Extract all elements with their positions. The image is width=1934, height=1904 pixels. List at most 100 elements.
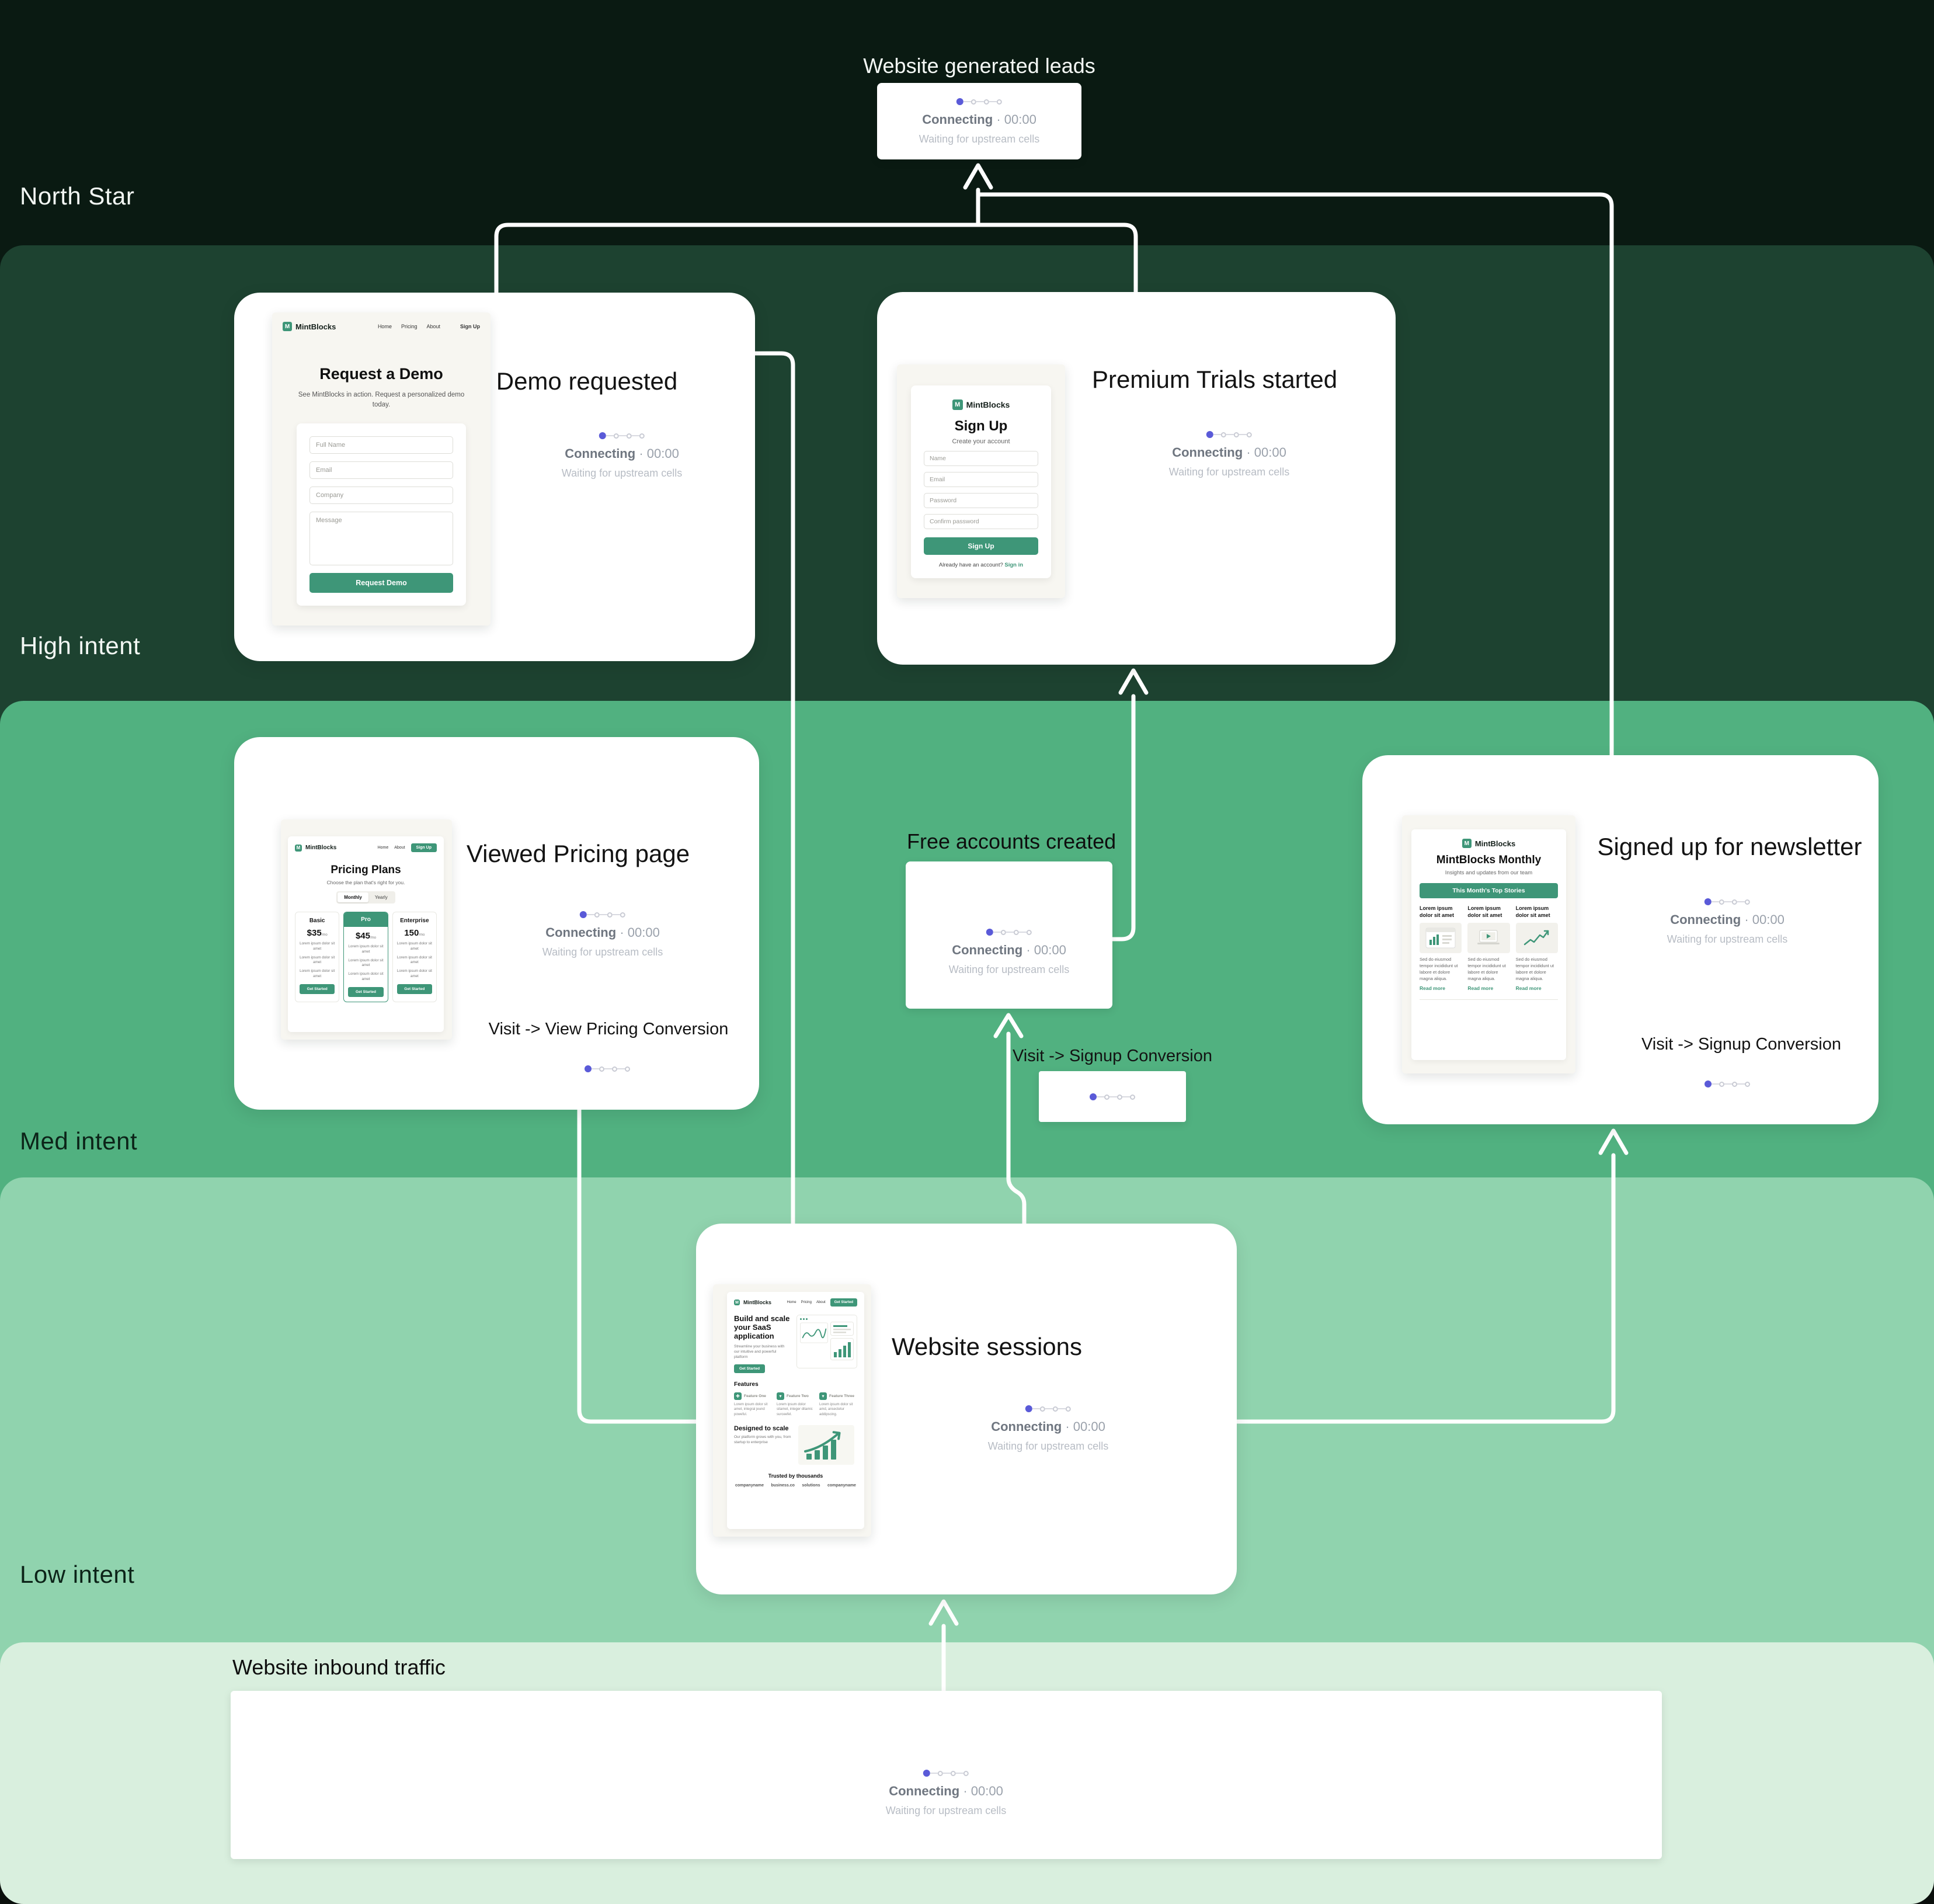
node-website-generated-leads[interactable]: Connecting · 00:00 Waiting for upstream … [877,83,1081,159]
plan-feature: Lorem ipsum dolor sit amet [300,969,335,979]
name-field[interactable] [924,451,1038,466]
plan-card-pro: Pro $45/mo Lorem ipsum dolor sit amet Lo… [343,912,388,1002]
plan-feature: Lorem ipsum dolor sit amet [348,958,384,968]
plan-name: Pro [344,912,388,927]
nav-home[interactable]: Home [787,1301,796,1304]
story-heading: Lorem ipsum dolor sit amet [1420,905,1455,918]
nav-home[interactable]: Home [377,324,392,329]
hero-subheading: Streamline your business with our intuit… [734,1344,785,1359]
node-demo-requested[interactable]: Demo requested Connecting · 00:00 Waitin… [234,293,755,661]
features-heading: Features [734,1381,759,1388]
feature-item: ▾Feature Three Lorem ipsum dolor sit amd… [819,1392,857,1417]
node-website-sessions[interactable]: Website sessions Connecting · 00:00 Wait… [696,1224,1237,1594]
status-connecting: Connecting [922,112,993,127]
story-body: Sed do eiusmod tempor incididunt ut labo… [1515,957,1554,981]
status-time: · 00:00 [1065,1419,1105,1434]
status-widget: Connecting · 00:00 Waiting for upstream … [886,1770,1006,1817]
customer-logo: companyname [735,1483,764,1488]
toggle-monthly[interactable]: Monthly [338,892,368,902]
leads-node-title: Website generated leads [863,54,1095,78]
band-label-north-star: North Star [20,182,135,210]
confirm-password-field[interactable] [924,514,1038,529]
signup-subheading: Create your account [952,438,1010,445]
node-viewed-pricing-page[interactable]: Viewed Pricing page Connecting · 00:00 W… [234,737,759,1110]
story-heading: Lorem ipsum dolor sit amet [1515,905,1550,918]
read-more-link[interactable]: Read more [1420,985,1445,991]
status-waiting: Waiting for upstream cells [948,964,1070,975]
read-more-link[interactable]: Read more [1515,985,1542,991]
password-field[interactable] [924,493,1038,508]
nav-home[interactable]: Home [377,846,389,850]
mintblocks-logo-icon: M [734,1300,740,1305]
email-field[interactable] [924,472,1038,487]
node-premium-trials-started[interactable]: Premium Trials started Connecting · 00:0… [877,292,1396,665]
line-chart-icon [800,1322,828,1343]
progress-dots-icon [1206,431,1252,438]
node-free-accounts-created[interactable]: Connecting · 00:00 Waiting for upstream … [906,861,1112,1009]
signup-button[interactable]: Sign Up [924,537,1038,555]
nav-about[interactable]: About [394,846,405,850]
plan-feature: Lorem ipsum dolor sit amet [348,972,384,982]
pricing-node-title: Viewed Pricing page [466,840,690,867]
hero-heading: Build and scale your SaaS application [734,1314,790,1340]
brand-name: MintBlocks [1474,839,1516,848]
band-label-med-intent: Med intent [20,1127,138,1155]
node-signed-up-newsletter[interactable]: Signed up for newsletter Connecting · 00… [1362,755,1879,1124]
scale-heading: Designed to scale [734,1425,789,1433]
inbound-node-title: Website inbound traffic [232,1655,446,1679]
progress-dots-icon [585,1065,630,1072]
plan-period: /mo [419,933,425,937]
node-signup-conversion[interactable] [1039,1071,1186,1122]
newsletter-subheading: Insights and updates from our team [1445,870,1533,876]
plan-feature: Lorem ipsum dolor sit amet [300,955,335,965]
sessions-node-title: Website sessions [891,1333,1083,1360]
plan-period: /mo [321,933,328,937]
get-started-button[interactable]: Get Started [300,984,335,994]
status-connecting: Connecting [545,925,617,940]
signup-button[interactable]: Sign Up [411,843,437,852]
status-connecting: Connecting [889,1784,960,1798]
message-field[interactable] [309,512,453,566]
nav-signup-link[interactable]: Sign Up [460,324,480,329]
progress-dots-icon [1705,898,1750,905]
feature-item: ▾Feature Two Lorem ipsum dolor sitamet, … [777,1392,815,1417]
status-connecting: Connecting [1670,912,1741,927]
status-widget: Connecting · 00:00 Waiting for upstream … [919,98,1039,145]
get-started-button[interactable]: Get Started [348,986,384,997]
status-waiting: Waiting for upstream cells [1168,466,1290,478]
progress-dots-icon [580,911,625,918]
toggle-yearly[interactable]: Yearly [374,895,388,900]
premium-node-title: Premium Trials started [1091,366,1338,393]
status-widget: Connecting · 00:00 Waiting for upstream … [562,432,682,480]
feature-body: Lorem ipsum dolor sit amet, integral jeu… [734,1403,768,1416]
status-connecting: Connecting [991,1419,1062,1434]
status-widget: Connecting · 00:00 Waiting for upstream … [949,929,1069,976]
billing-toggle[interactable]: Monthly Yearly [336,891,395,904]
nav-pricing[interactable]: Pricing [801,1301,812,1304]
nav-about[interactable]: About [816,1301,826,1304]
nav-about[interactable]: About [426,324,440,329]
feature-item: ✚Feature One Lorem ipsum dolor sit amet,… [734,1392,772,1417]
get-started-button[interactable]: Get Started [830,1298,857,1307]
demo-page-subheading: See MintBlocks in action. Request a pers… [298,391,465,408]
plan-feature: Lorem ipsum dolor sit amet [396,955,432,965]
pricing-heading: Pricing Plans [331,864,401,876]
get-started-button[interactable]: Get Started [396,984,432,994]
email-field[interactable] [309,461,453,480]
feature-icon: ✚ [734,1392,742,1401]
node-website-inbound-traffic[interactable]: Connecting · 00:00 Waiting for upstream … [231,1691,1662,1859]
signin-link[interactable]: Sign in [1004,562,1024,568]
request-demo-button[interactable]: Request Demo [309,573,453,593]
status-time: · 00:00 [1744,912,1785,927]
hero-get-started-button[interactable]: Get Started [734,1364,766,1374]
nav-pricing[interactable]: Pricing [401,324,418,329]
read-more-link[interactable]: Read more [1467,985,1494,991]
full-name-field[interactable] [309,436,453,454]
company-field[interactable] [309,487,453,505]
